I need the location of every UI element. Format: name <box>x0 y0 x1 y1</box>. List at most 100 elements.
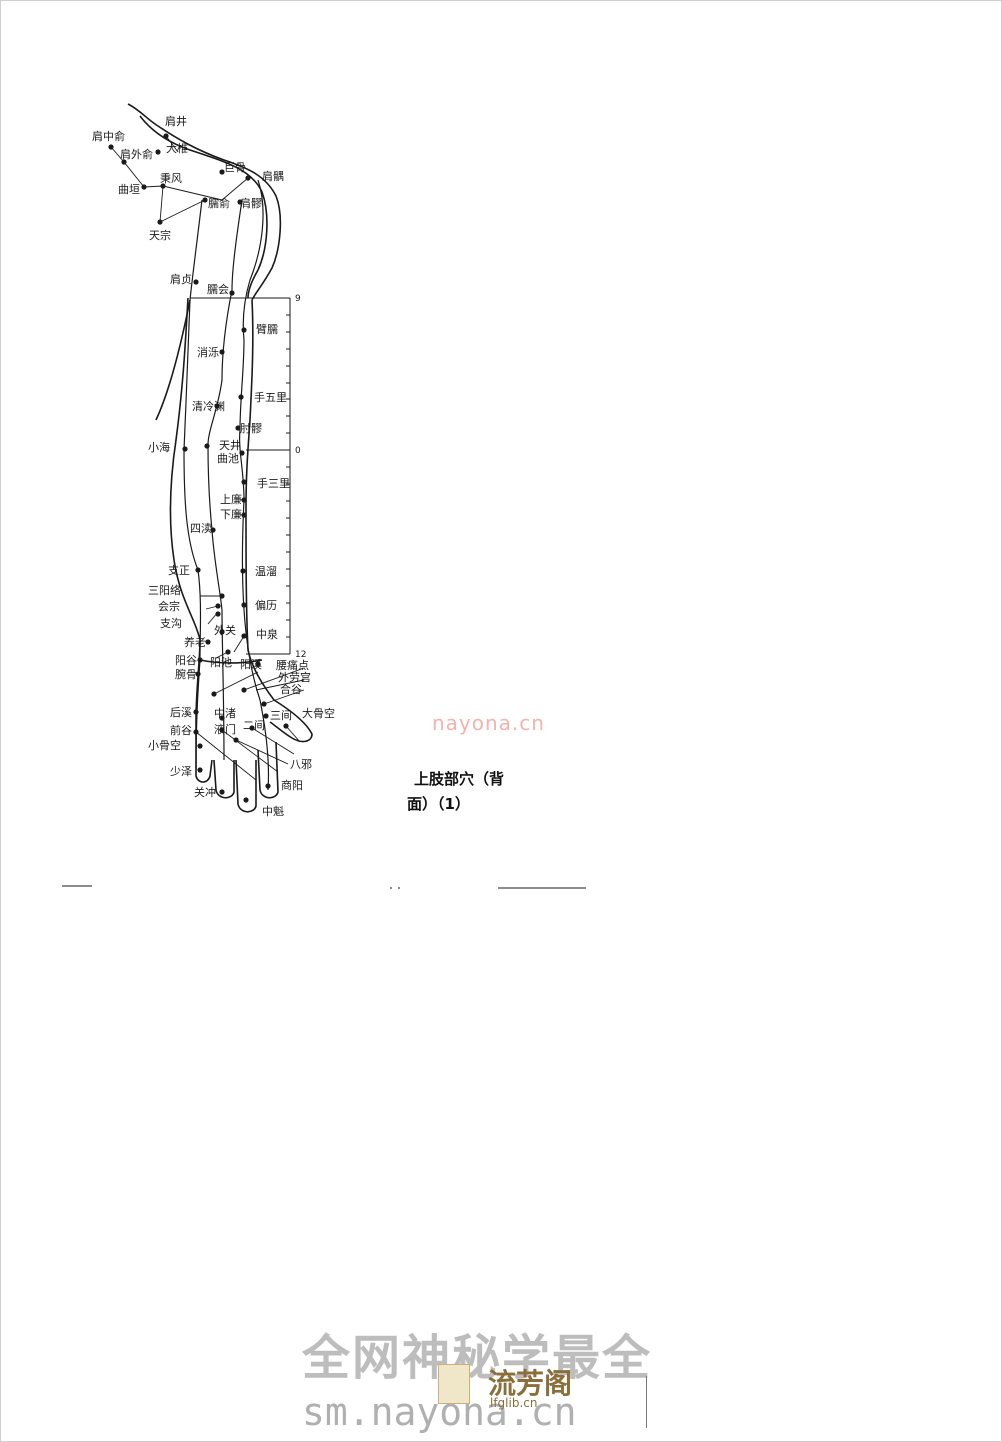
point-shouwuli <box>238 394 244 400</box>
label-qiangu: 前谷 <box>170 723 192 737</box>
point-jianzhen <box>193 279 199 285</box>
label-huizong: 会宗 <box>158 599 180 613</box>
point-pianli <box>241 602 247 608</box>
acupoint-labels: 肩井 肩中俞 大椎 肩外俞 巨骨 肩髃 秉风 曲垣 臑俞 肩髎 天宗 肩贞 臑会… <box>92 114 335 818</box>
label-sanyangluo: 三阳络 <box>148 583 181 597</box>
label-zhizheng: 支正 <box>168 564 190 577</box>
watermark-logo-text: 流芳阁 <box>488 1367 573 1400</box>
label-shousanli: 手三里 <box>257 476 290 490</box>
label-xiaoluo: 消泺 <box>197 345 219 359</box>
acupoint-dots <box>108 133 289 803</box>
shoulder-top-contour <box>127 103 282 301</box>
point-binao <box>241 327 247 333</box>
label-jianjing: 肩井 <box>165 114 187 128</box>
point-zhongkui <box>243 797 249 803</box>
point-xiaoluo <box>219 349 225 355</box>
point-jianyu <box>245 175 251 181</box>
label-naohui: 臑会 <box>207 283 229 296</box>
label-yaotongdian: 腰痛点 <box>276 658 309 672</box>
point-yanglao <box>205 639 211 645</box>
label-jianzhongshu: 肩中俞 <box>92 129 125 143</box>
point-guanchong <box>219 789 225 795</box>
wrist-line <box>199 659 263 664</box>
point-houxi <box>193 709 199 715</box>
scale-ticks <box>286 314 290 638</box>
label-yangchi: 阳池 <box>210 656 232 669</box>
point-yangxi <box>255 661 261 667</box>
point-wailaogong <box>211 691 217 697</box>
scale-label-top: 9 <box>295 294 301 304</box>
point-tianjing <box>204 443 210 449</box>
point-dagukong <box>283 723 289 729</box>
label-jianyu: 肩髃 <box>262 169 284 183</box>
point-qinglengyuan <box>214 403 220 409</box>
label-wenliu: 温溜 <box>255 564 277 578</box>
label-shaoze: 少泽 <box>170 765 192 778</box>
label-shanglian: 上廉 <box>220 492 242 506</box>
label-yemen: 液门 <box>214 722 236 736</box>
label-xiaogukong: 小骨空 <box>148 738 181 752</box>
scale-label-elbow: 0 <box>295 446 301 456</box>
point-sidu <box>210 527 216 533</box>
point-yangchi <box>225 649 231 655</box>
point-baxie <box>233 737 239 743</box>
watermark-divider <box>646 1376 647 1428</box>
figure-caption-line-1: 上肢部穴（背 <box>414 770 505 788</box>
sanjiao-meridian-line <box>207 199 243 761</box>
book-logo-icon <box>438 1364 470 1404</box>
label-jianliao: 肩髎 <box>240 196 262 210</box>
label-xiaohai: 小海 <box>148 440 170 454</box>
point-qiangu <box>193 729 199 735</box>
label-tianjing: 天井 <box>219 438 241 452</box>
watermark-title: 全网神秘学最全 <box>302 1330 653 1386</box>
middle-finger <box>235 759 257 813</box>
label-tianzong: 天宗 <box>149 228 171 242</box>
point-huizong <box>215 603 221 609</box>
label-dazhui: 大椎 <box>166 141 188 155</box>
point-yanggu <box>197 657 203 663</box>
index-finger <box>257 741 279 799</box>
label-jianwaishu: 肩外俞 <box>120 147 153 161</box>
point-jugu <box>219 169 225 175</box>
point-jianliao <box>237 199 243 205</box>
label-zhongquan: 中泉 <box>256 627 278 641</box>
label-hegu: 合谷 <box>280 682 302 696</box>
point-zhizheng <box>195 567 201 573</box>
small-intestine-meridian-line <box>183 199 203 771</box>
point-jianjing <box>163 133 169 139</box>
thumb-contour <box>269 699 313 743</box>
label-zhongzhu: 中渚 <box>214 707 236 720</box>
label-houxi: 后溪 <box>170 706 192 719</box>
point-xialian <box>241 512 247 518</box>
point-xiaohai <box>182 446 188 452</box>
point-quchi <box>239 450 245 456</box>
point-bingfeng <box>160 183 166 189</box>
point-dazhui <box>155 149 161 155</box>
point-hegu <box>261 701 267 707</box>
point-wangu <box>195 671 201 677</box>
label-yanggu: 阳谷 <box>175 654 197 667</box>
ring-finger <box>213 759 235 799</box>
point-zhongquan <box>241 633 247 639</box>
label-shangyang: 商阳 <box>281 778 303 792</box>
label-yanglao: 养老 <box>184 635 206 649</box>
point-zhigou <box>215 611 221 617</box>
point-yemen <box>219 727 225 733</box>
proportional-scale: 9 0 12 <box>190 294 306 660</box>
point-naoshu <box>202 197 208 203</box>
label-qinglengyuan: 清冷渊 <box>192 400 225 413</box>
label-wangu: 腕骨 <box>175 667 197 681</box>
label-dagukong: 大骨空 <box>302 706 335 720</box>
label-binao: 臂臑 <box>256 323 278 336</box>
label-wailaogong: 外劳宫 <box>278 670 311 684</box>
label-xialian: 下廉 <box>220 507 242 521</box>
label-zhouliao: 肘髎 <box>240 421 262 435</box>
point-yaotongdian <box>241 687 247 693</box>
label-zhigou: 支沟 <box>160 617 182 630</box>
point-sanjian <box>263 713 269 719</box>
label-yangxi: 阳溪 <box>240 658 262 671</box>
meridian-lines <box>183 179 270 791</box>
point-shousanli <box>241 479 247 485</box>
